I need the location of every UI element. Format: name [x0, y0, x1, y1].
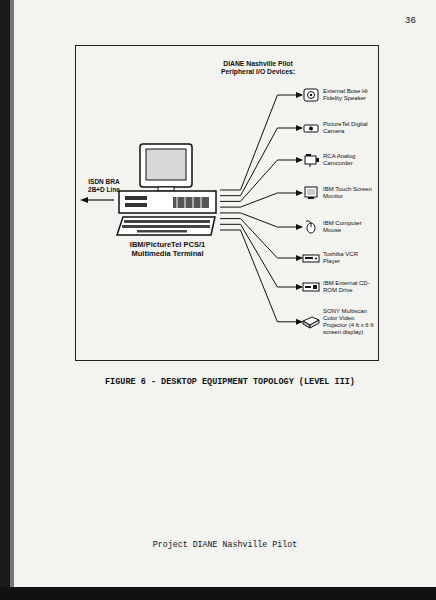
connector-arrow: [220, 230, 302, 322]
connector-arrow: [220, 160, 302, 201]
figure-caption: FIGURE 6 - DESKTOP EQUIPMENT TOPOLOGY (L…: [70, 377, 390, 387]
device-node: SONY Multiscan Color Video Projector (4 …: [302, 307, 376, 337]
isdn-arrowhead: [80, 197, 88, 203]
isdn-line: [86, 199, 114, 200]
device-node: IBM Computer Mouse: [302, 219, 376, 235]
device-node: External Bose Hi Fidelity Speaker: [302, 87, 376, 103]
device-label: PictureTel Digital Camera: [323, 120, 376, 136]
device-icon: [302, 153, 320, 167]
device-icon: [302, 280, 320, 294]
device-label: SONY Multiscan Color Video Projector (4 …: [323, 307, 376, 337]
computer-illustration: [115, 140, 220, 238]
device-icon: [302, 315, 320, 329]
device-icon: [302, 121, 320, 135]
device-node: IBM External CD-ROM Drive: [302, 279, 376, 295]
device-label: RCA Analog Camcorder: [323, 152, 376, 168]
connector-arrow: [220, 213, 302, 227]
device-label: Toshiba VCR Player: [323, 250, 376, 266]
device-node: PictureTel Digital Camera: [302, 120, 376, 136]
device-icon: [302, 186, 320, 200]
footer-text: Project DIANE Nashville Pilot: [100, 540, 350, 549]
terminal-label: IBM/PictureTel PCS/1 Multimedia Terminal: [115, 240, 220, 258]
device-label: IBM External CD-ROM Drive: [323, 279, 376, 295]
connector-arrow: [220, 95, 302, 190]
line-label: ISDN BRA 2B+D Line: [82, 178, 126, 194]
device-node: RCA Analog Camcorder: [302, 152, 376, 168]
device-label: External Bose Hi Fidelity Speaker: [323, 87, 376, 103]
scan-edge: [0, 0, 10, 600]
device-icon: [302, 88, 320, 102]
connector-arrow: [220, 128, 302, 196]
device-icon: [302, 220, 320, 234]
device-icon: [302, 251, 320, 265]
device-label: IBM Touch Screen Monitor: [323, 185, 376, 201]
scan-edge: [0, 587, 436, 600]
device-heading: DIANE Nashville Pilot Peripheral I/O Dev…: [206, 60, 310, 77]
figure-frame: [76, 46, 379, 361]
terminal-node: IBM/PictureTel PCS/1 Multimedia Terminal: [115, 140, 220, 258]
device-node: IBM Touch Screen Monitor: [302, 185, 376, 201]
page-number: 36: [405, 16, 416, 26]
device-label: IBM Computer Mouse: [323, 219, 376, 235]
device-node: Toshiba VCR Player: [302, 250, 376, 266]
connector-arrow: [220, 224, 302, 287]
connector-arrow: [220, 193, 302, 207]
scan-shadow: [10, 0, 14, 600]
